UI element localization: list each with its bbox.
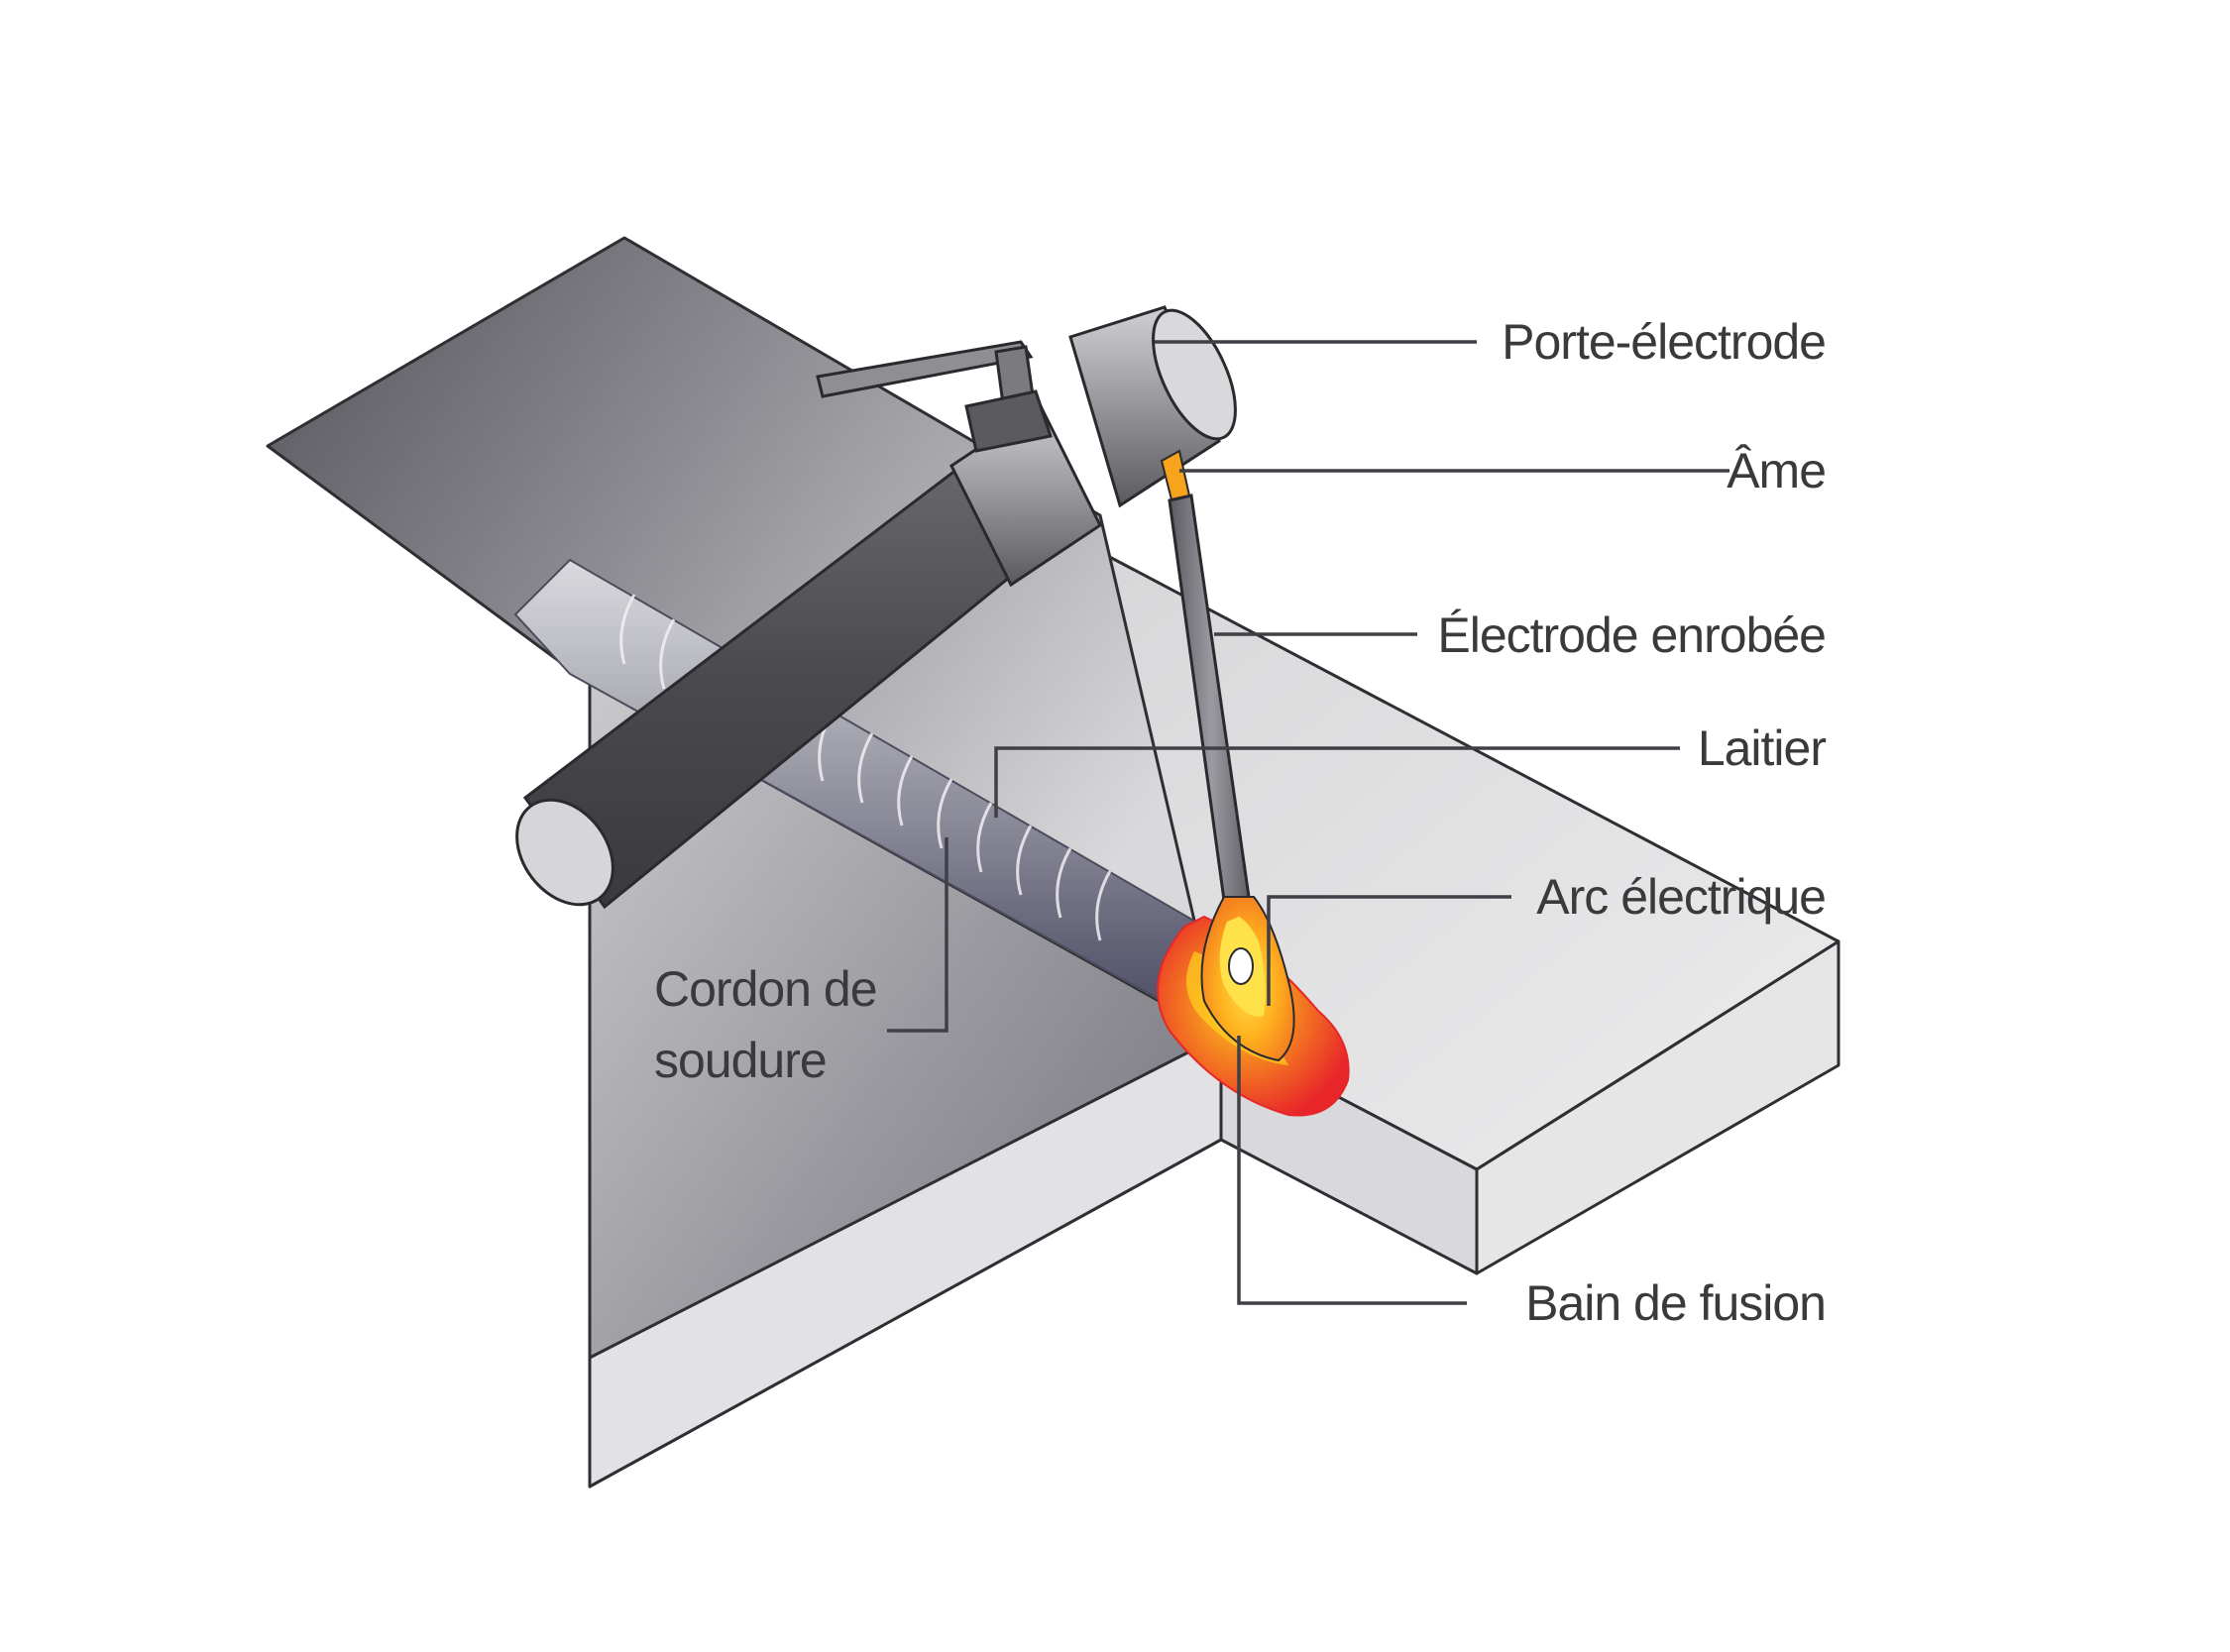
holder-handle-end [515,798,614,907]
label-electrode-enrobee: Électrode enrobée [1437,607,1826,663]
label-cordon-line2: soudure [654,1033,827,1088]
electrode-tip [1228,947,1254,985]
label-bain-de-fusion: Bain de fusion [1525,1275,1826,1331]
holder-lever [816,340,1053,453]
label-porte-electrode: Porte-électrode [1502,314,1826,370]
leader-laitier [994,746,1680,818]
electrode-holder [515,305,1237,910]
label-laitier: Laitier [1698,720,1827,776]
label-cordon-line1: Cordon de [654,961,877,1017]
leader-arc-electrique [1267,895,1511,1006]
label-ame: Âme [1727,443,1826,498]
leader-bain-de-fusion [1237,1036,1467,1305]
label-arc-electrique: Arc électrique [1536,869,1826,925]
vertical-plate [588,593,1223,1488]
labels: Porte-électrode Âme Électrode enrobée La… [654,314,1827,1331]
electric-arc [1200,896,1295,1062]
leader-cordon-de-soudure [887,837,948,1033]
leader-lines [887,340,1729,1305]
